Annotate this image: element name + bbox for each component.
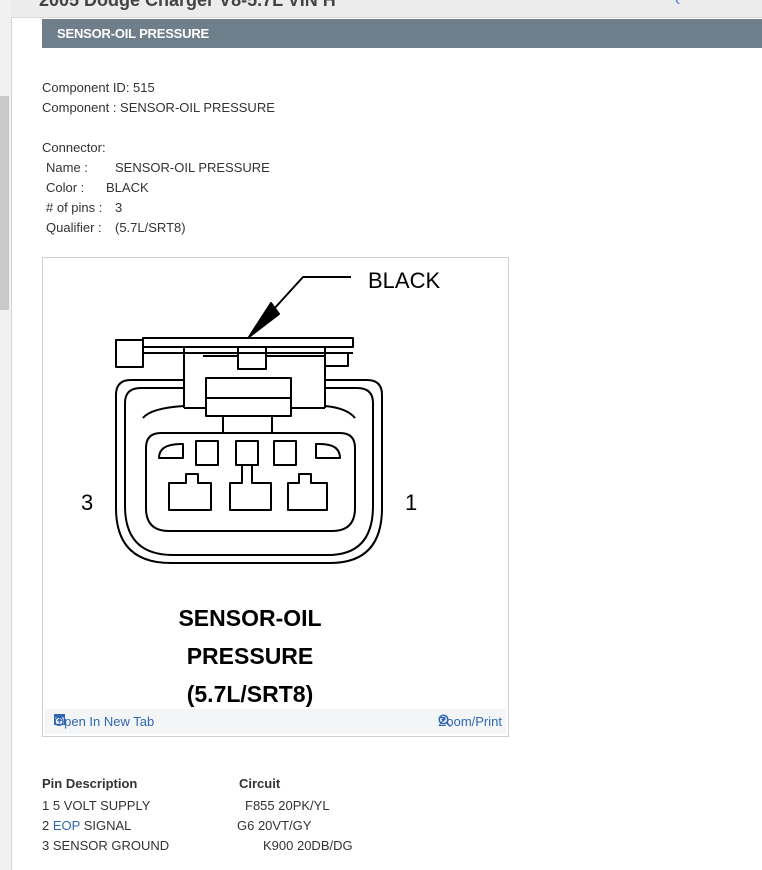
zoom-print-link[interactable]: Zoom/Print [438, 714, 502, 729]
open-new-tab-label: Open In New Tab [54, 714, 155, 729]
pin-1-label: 1 [405, 490, 417, 515]
diagram-caption-line-1: SENSOR-OIL [178, 605, 321, 631]
window-scrollbar[interactable] [0, 0, 12, 870]
connector-name-label: Name : [46, 160, 88, 175]
scrollbar-thumb[interactable] [0, 96, 9, 310]
diagram-toolbar: Open In New Tab Zoom/Print [45, 709, 506, 734]
connector-pins-label: # of pins : [46, 200, 103, 215]
pin-description: SENSOR GROUND [52, 838, 170, 853]
vehicle-title: 2005 Dodge Charger V8-5.7L VIN H [39, 0, 336, 10]
pin-number: 2 [42, 818, 50, 833]
connector-color-label: Color : [46, 180, 85, 195]
circuit-header: Circuit [239, 776, 281, 791]
pin-description-header: Pin Description [42, 776, 138, 791]
connector-qualifier-label: Qualifier : [46, 220, 102, 235]
circuit-value: G6 20VT/GY [237, 818, 312, 833]
pin-3-label: 3 [81, 490, 93, 515]
chevron-left-icon[interactable]: ‹ [675, 0, 681, 9]
circuit-value: K900 20DB/DG [263, 838, 353, 853]
pin-number: 1 [42, 798, 50, 813]
connector-color-row: Color : BLACK [46, 180, 149, 195]
zoom-in-icon [438, 714, 452, 728]
table-row: 2 EOP SIGNAL [42, 818, 131, 833]
section-header: SENSOR-OIL PRESSURE [42, 19, 762, 48]
connector-qualifier-value: (5.7L/SRT8) [115, 220, 186, 235]
title-bar: 2005 Dodge Charger V8-5.7L VIN H ‹ [11, 0, 762, 18]
diagram-caption-line-2: PRESSURE [187, 643, 314, 669]
eop-link[interactable]: EOP [52, 818, 81, 833]
pin-number: 3 [42, 838, 50, 853]
connector-diagram-panel: BLACK 3 1 SENSOR-OIL PRESSURE (5.7L/SRT8… [42, 257, 509, 737]
connector-name-value: SENSOR-OIL PRESSURE [115, 160, 270, 175]
connector-diagram: BLACK 3 1 SENSOR-OIL PRESSURE (5.7L/SRT8… [81, 268, 440, 707]
pin-description: SIGNAL [80, 818, 132, 833]
open-new-tab-icon [54, 714, 65, 725]
connector-color-callout: BLACK [368, 268, 440, 293]
connector-pins-row: # of pins : 3 [46, 200, 122, 215]
connector-color-value: BLACK [106, 180, 149, 195]
open-new-tab-link[interactable]: Open In New Tab [54, 714, 154, 729]
pin-description: 5 VOLT SUPPLY [52, 798, 151, 813]
circuit-value: F855 20PK/YL [245, 798, 330, 813]
zoom-print-label: Zoom/Print [438, 714, 502, 729]
connector-name-row: Name : SENSOR-OIL PRESSURE [46, 160, 270, 175]
table-row: 3 SENSOR GROUND [42, 838, 169, 853]
table-row: 1 5 VOLT SUPPLY [42, 798, 150, 813]
connector-heading: Connector: [42, 140, 106, 155]
connector-qualifier-row: Qualifier : (5.7L/SRT8) [46, 220, 186, 235]
connector-pins-value: 3 [115, 200, 123, 215]
component-name: Component : SENSOR-OIL PRESSURE [42, 100, 275, 115]
diagram-caption-line-3: (5.7L/SRT8) [187, 681, 314, 707]
component-id: Component ID: 515 [42, 80, 155, 95]
